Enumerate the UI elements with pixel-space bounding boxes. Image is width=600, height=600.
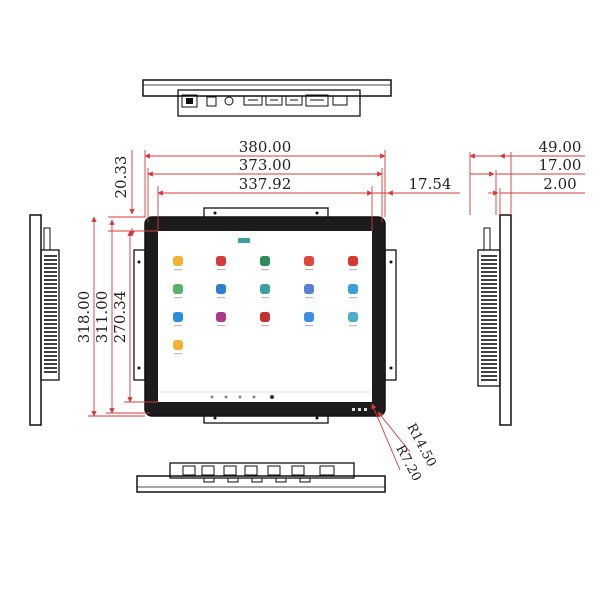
dim-side-margin: 17.54: [409, 175, 452, 193]
music-icon[interactable]: [216, 256, 226, 271]
dim-depth-overall: 49.00: [539, 138, 582, 156]
mail-icon[interactable]: [173, 256, 183, 271]
dim-overall-width: 380.00: [239, 138, 292, 156]
folder-icon[interactable]: [173, 340, 183, 355]
dim-depth-2: 2.00: [543, 175, 576, 193]
top-view: [142, 79, 392, 117]
clock-icon[interactable]: [216, 312, 226, 327]
gallery-icon[interactable]: [260, 256, 270, 271]
vent-slots: [481, 255, 497, 381]
dim-active-height: 270.34: [111, 291, 129, 344]
right-bracket: [384, 249, 397, 381]
status-icons: [352, 408, 367, 411]
dim-bezel-top: 20.33: [112, 156, 130, 199]
front-view: [133, 207, 397, 424]
home-icon: [238, 238, 250, 243]
file-icon[interactable]: [348, 284, 358, 299]
switch-icon: [206, 96, 217, 107]
bottom-view: [136, 462, 386, 493]
right-side-view: [477, 214, 512, 426]
camera-icon[interactable]: [348, 312, 358, 327]
globe-icon[interactable]: [304, 284, 314, 299]
dim-overall-height: 318.00: [75, 291, 93, 344]
power-connector-icon: [181, 94, 198, 108]
bottom-ports: [182, 465, 335, 483]
dimension-lines: [88, 150, 585, 471]
contacts-icon[interactable]: [173, 312, 183, 327]
calculator-icon[interactable]: [173, 284, 183, 299]
nav-volume-down-icon: [252, 395, 256, 399]
location-icon[interactable]: [304, 256, 314, 271]
dim-height-311: 311.00: [93, 291, 111, 344]
dc-port-icon: [224, 96, 234, 106]
settings-icon[interactable]: [260, 284, 270, 299]
left-side-view: [29, 214, 60, 426]
nav-home-icon: [224, 395, 228, 399]
store-icon[interactable]: [260, 312, 270, 327]
dim-width-373: 373.00: [239, 156, 292, 174]
video-icon[interactable]: [348, 256, 358, 271]
vent-slots: [44, 255, 57, 373]
nav-back-icon: [210, 395, 214, 399]
mic-icon[interactable]: [304, 312, 314, 327]
nav-recent-icon: [238, 395, 242, 399]
left-bracket: [133, 249, 146, 381]
dim-active-width: 337.92: [239, 175, 292, 193]
nav-bar: [210, 395, 274, 399]
nav-dot-icon: [270, 395, 274, 399]
dim-depth-17: 17.00: [539, 156, 582, 174]
app-grid: [173, 256, 358, 355]
browser-icon[interactable]: [216, 284, 226, 299]
io-ports: [243, 94, 348, 107]
